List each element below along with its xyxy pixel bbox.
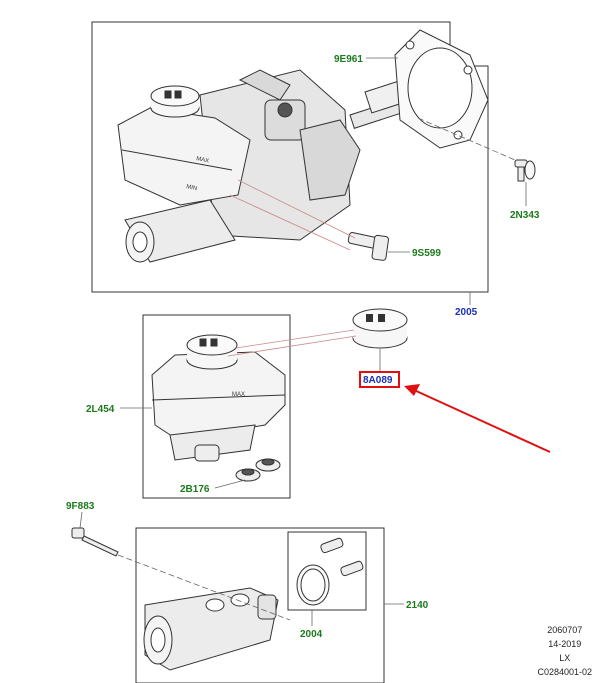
svg-text:MAX: MAX xyxy=(196,156,210,165)
booster-gasket-drawing xyxy=(394,29,489,149)
reference-line-4: C0284001-02 xyxy=(537,667,592,677)
grommets-drawing xyxy=(235,458,281,482)
pushrod-drawing xyxy=(71,527,119,557)
booster-bolt-drawing xyxy=(514,159,536,182)
group-box-master-cylinder xyxy=(135,527,385,683)
group-box-reservoir xyxy=(142,314,291,499)
svg-text:MAX: MAX xyxy=(232,392,245,398)
booster-leader-lines xyxy=(229,57,527,305)
master-cylinder-leader-lines xyxy=(79,511,404,626)
reference-line-1: 2060707 xyxy=(547,625,583,635)
callout-9f883[interactable]: 9F883 xyxy=(66,501,95,512)
reference-line-2: 14-2019 xyxy=(548,639,582,649)
sensor-drawing xyxy=(347,232,389,261)
callout-2004[interactable]: 2004 xyxy=(300,629,323,640)
booster-assembly-drawing: MAX MIN xyxy=(117,69,416,263)
reservoir-leader-lines xyxy=(120,329,381,489)
svg-text:MIN: MIN xyxy=(186,184,198,192)
highlight-arrow xyxy=(404,384,551,453)
callout-2l454[interactable]: 2L454 xyxy=(86,404,115,415)
master-cylinder-drawing xyxy=(143,587,279,671)
reservoir-drawing: MAX MIN xyxy=(151,334,286,462)
group-box-seal-kit xyxy=(287,531,367,611)
callout-2005[interactable]: 2005 xyxy=(455,307,478,318)
callout-2b176[interactable]: 2B176 xyxy=(180,484,210,495)
group-box-booster xyxy=(91,21,489,293)
callout-2140[interactable]: 2140 xyxy=(406,600,429,611)
callout-highlight-box xyxy=(359,371,400,388)
reference-line-3: LX xyxy=(559,653,571,663)
callout-9e961[interactable]: 9E961 xyxy=(334,54,363,65)
seal-kit-drawing xyxy=(296,537,364,606)
diagram-reference-block: 2060707 14-2019 LX C0284001-02 xyxy=(537,623,592,679)
callout-8a089[interactable]: 8A089 xyxy=(363,375,393,386)
callout-9s599[interactable]: 9S599 xyxy=(412,248,441,259)
reservoir-cap-drawing xyxy=(352,308,408,349)
callout-2n343[interactable]: 2N343 xyxy=(510,210,540,221)
